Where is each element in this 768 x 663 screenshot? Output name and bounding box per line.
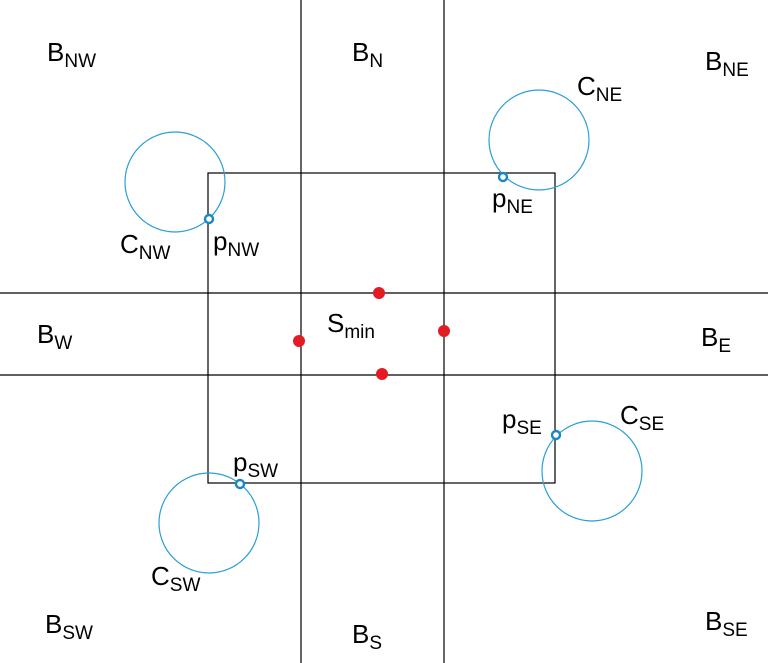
tangent-points [203, 171, 562, 490]
label-point-nw: pNW [213, 226, 259, 261]
label-point-se: pSE [502, 404, 542, 439]
circles [124, 89, 643, 574]
circle-nw [124, 131, 226, 233]
dot-top [373, 287, 385, 299]
label-region-w: BW [37, 319, 72, 354]
bounding-rectangle [207, 172, 556, 484]
label-circle-sw: CSW [151, 561, 200, 596]
label-region-n: BN [352, 37, 383, 72]
point-se [550, 429, 562, 441]
label-circle-ne: CNE [577, 71, 622, 106]
label-region-sw: BSW [45, 609, 93, 644]
point-ne [497, 171, 509, 183]
label-point-ne: pNE [492, 183, 533, 218]
label-region-se: BSE [705, 606, 748, 641]
label-region-ne: BNE [705, 46, 749, 81]
label-point-sw: pSW [233, 447, 278, 482]
dot-right [438, 325, 450, 337]
label-region-s: BS [352, 619, 382, 654]
label-center-smin: Smin [327, 308, 375, 343]
point-nw [203, 213, 215, 225]
point-sw [234, 478, 246, 490]
circle-sw [158, 472, 260, 574]
label-region-nw: BNW [47, 37, 96, 72]
circle-se [541, 420, 643, 522]
label-region-e: BE [701, 322, 731, 357]
label-circle-nw: CNW [120, 229, 171, 264]
red-dots [293, 287, 450, 380]
dot-bottom [376, 368, 388, 380]
dot-left [293, 335, 305, 347]
label-circle-se: CSE [620, 400, 664, 435]
circle-ne [488, 89, 590, 191]
